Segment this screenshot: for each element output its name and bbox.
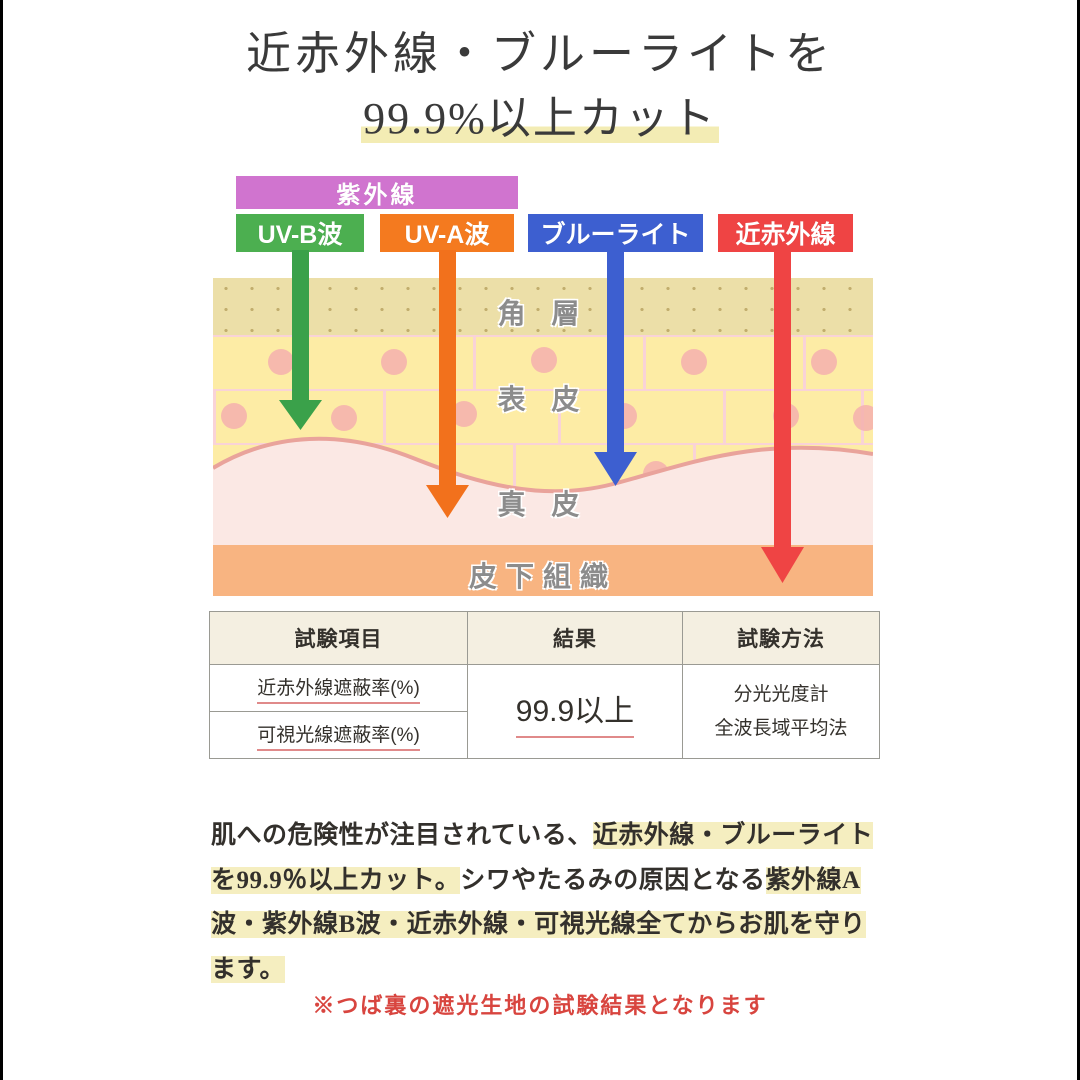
cell-test-item-1: 近赤外線遮蔽率(%) [209, 664, 468, 712]
title-line-1: 近赤外線・ブルーライトを [245, 29, 834, 79]
layer-label-stratum-corneum: 角 層 [497, 298, 589, 329]
title-highlight: 99.9%以上カット [361, 94, 719, 144]
th-test-method: 試験方法 [682, 611, 880, 665]
table-row: 近赤外線遮蔽率(%) 99.9以上 分光光度計 全波長域平均法 [209, 664, 880, 759]
cell-test-item-2: 可視光線遮蔽率(%) [209, 711, 468, 759]
epidermis-brick-pattern [213, 335, 873, 500]
method-line-2: 全波長域平均法 [714, 717, 848, 739]
spectrum-legend: 紫外線 UV-B波 UV-A波 ブルーライト 近赤外線 [3, 176, 1080, 280]
description-segment-3: シワやたるみの原因とな [460, 866, 741, 894]
cell-result: 99.9以上 [467, 664, 683, 759]
test-results-table: 試験項目 結果 試験方法 近赤外線遮蔽率(%) 99.9以上 分光光度計 全波長… [209, 611, 880, 759]
description-segment-1: 肌への危険性が注目されている、 [211, 822, 593, 849]
layer-label-epidermis: 表 皮 [497, 384, 589, 415]
arrow-near-infrared-icon [761, 250, 804, 583]
layer-label-subcutaneous: 皮下組織 [468, 561, 617, 592]
label-uva: UV-A波 [380, 214, 514, 252]
description-paragraph: 肌への危険性が注目されている、近赤外線・ブルーライトを99.9％以上カット。シワ… [211, 814, 879, 992]
penetration-arrows [279, 250, 804, 583]
dermis-boundary-wave-icon [213, 436, 873, 518]
th-test-item: 試験項目 [209, 611, 468, 665]
description-segment-4: る [740, 866, 766, 894]
title-line-2: 99.9%以上カット [3, 87, 1077, 151]
skin-cross-section-diagram: 角 層 表 皮 真 皮 皮下組織 [213, 278, 873, 596]
table-row: 可視光線遮蔽率(%) [209, 711, 880, 759]
arrow-uvb-icon [279, 250, 322, 430]
corneum-texture-icon [213, 278, 873, 335]
footnote: ※つば裏の遮光生地の試験結果となります [312, 993, 768, 1018]
page-title: 近赤外線・ブルーライトを 99.9%以上カット [3, 22, 1077, 151]
layer-stratum-corneum [213, 278, 873, 335]
label-uvb: UV-B波 [236, 214, 364, 252]
result-value: 99.9以上 [515, 686, 635, 738]
layer-subcutaneous [213, 545, 873, 596]
label-ultraviolet: 紫外線 [236, 176, 518, 209]
test-item-2-text: 可視光線遮蔽率(%) [257, 720, 420, 751]
method-line-1: 分光光度計 [733, 684, 829, 706]
test-item-1-text: 近赤外線遮蔽率(%) [257, 673, 420, 704]
label-near-infrared: 近赤外線 [718, 214, 853, 252]
cell-test-method: 分光光度計 全波長域平均法 [682, 664, 880, 759]
table-header-row: 試験項目 結果 試験方法 [209, 611, 880, 665]
th-result: 結果 [467, 611, 683, 665]
arrow-blue-light-icon [594, 250, 637, 486]
arrow-uva-icon [426, 250, 469, 518]
label-blue-light: ブルーライト [528, 214, 703, 252]
layer-label-dermis: 真 皮 [497, 489, 589, 520]
